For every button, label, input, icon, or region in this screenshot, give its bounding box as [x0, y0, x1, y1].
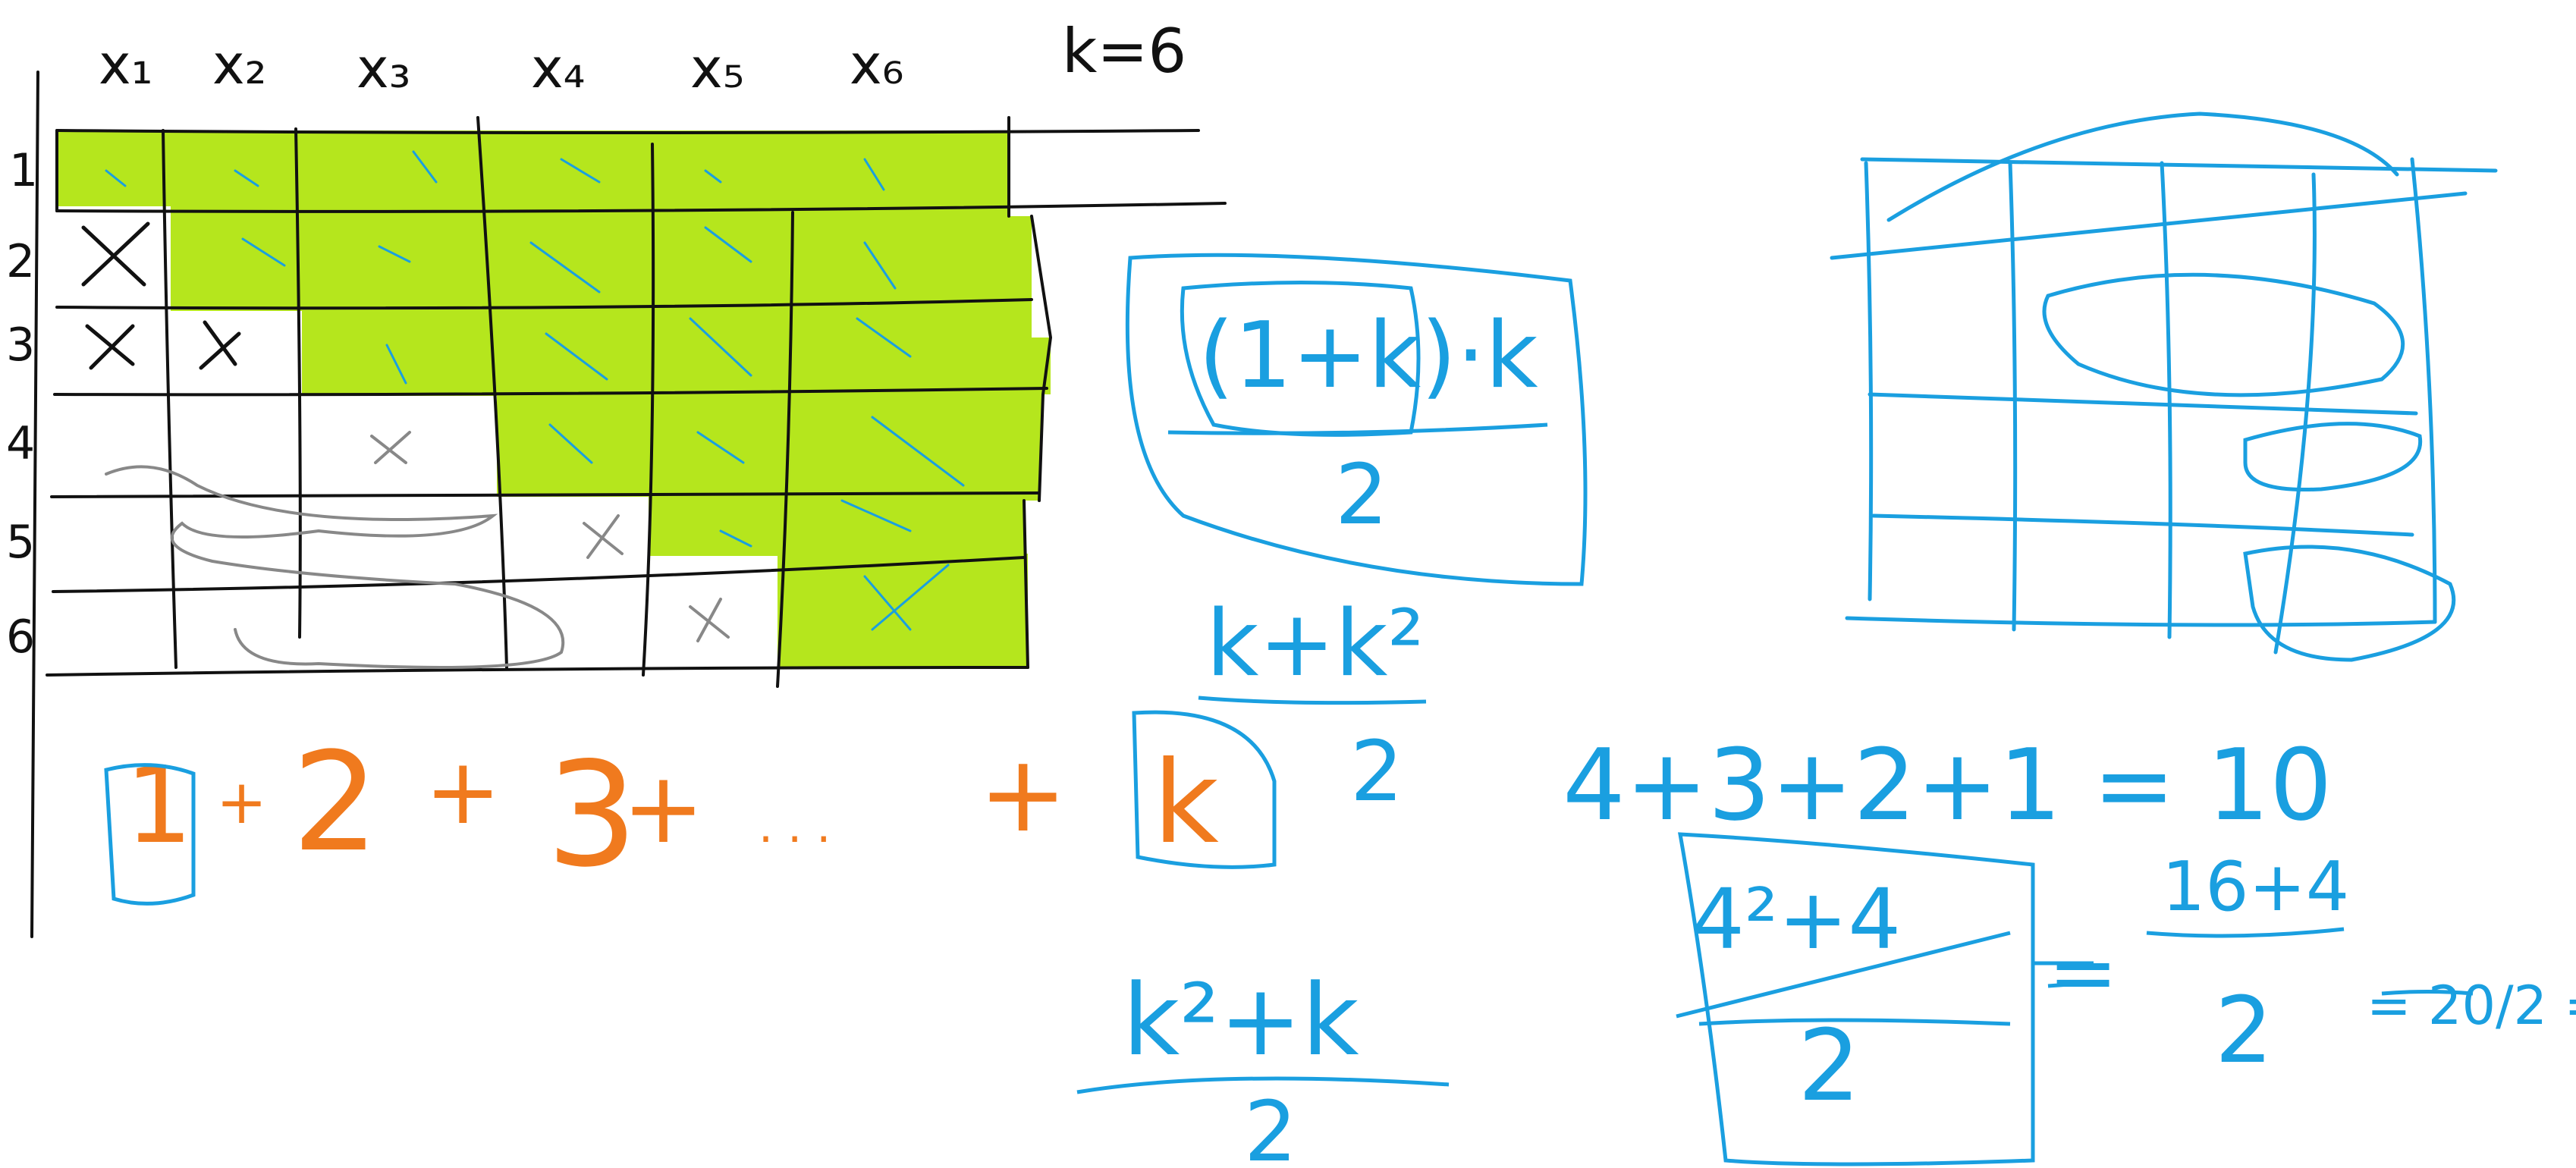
reordered-bottom: 2	[1244, 1083, 1297, 1168]
upper-triangle-highlight	[57, 130, 1051, 667]
formula-boxed	[1125, 253, 1588, 586]
cell-ticks	[105, 150, 965, 631]
example-result: = 20/2 = 10	[2367, 975, 2576, 1037]
crossed-cells-gray	[105, 431, 730, 669]
series-term-1: 1	[125, 744, 193, 868]
series-plus-4: +	[979, 733, 1067, 856]
formula-lines	[1076, 695, 2474, 1166]
expanded-top: k+k²	[1206, 592, 1425, 697]
series-term-2: 2	[292, 724, 379, 882]
grid-lines	[30, 71, 1227, 938]
series-plus-1: +	[216, 767, 267, 837]
example-bottom: 2	[1798, 1008, 1861, 1123]
reordered-top: k²+k	[1123, 962, 1359, 1078]
col-header-x2: x₂	[212, 33, 266, 96]
k-label: k=6	[1062, 16, 1186, 86]
example-eq: =	[2048, 924, 2118, 1021]
expanded-bottom: 2	[1350, 723, 1403, 820]
col-header-x1: x₁	[99, 33, 152, 96]
series-ellipsis: . . .	[759, 800, 831, 853]
svg-text:6: 6	[6, 611, 35, 664]
svg-text:1: 1	[9, 144, 38, 197]
svg-text:2: 2	[6, 235, 35, 288]
boxed-bottom: 2	[1335, 446, 1388, 543]
series-boxes	[104, 710, 1277, 906]
series-plus-3: +	[622, 750, 705, 865]
col-header-x4: x₄	[531, 36, 585, 100]
example-bottom2: 2	[2215, 978, 2273, 1084]
row-headers: 1 2 3 4 5 6	[6, 144, 38, 664]
svg-text:3: 3	[6, 319, 35, 372]
svg-text:5: 5	[6, 516, 35, 569]
boxed-top: (1+k)·k	[1198, 303, 1538, 409]
col-header-x3: x₃	[357, 36, 410, 100]
blue-grid-sketch	[1830, 111, 2498, 662]
col-header-x6: x₆	[850, 33, 903, 96]
series-formula: 1 + 2 + 3 + . . . + k	[125, 724, 1219, 899]
series-term-3: 3	[546, 731, 638, 899]
col-header-x5: x₅	[690, 36, 744, 100]
column-headers: x₁ x₂ x₃ x₄ x₅ x₆	[99, 33, 903, 100]
crossed-cells	[81, 221, 241, 370]
example-top2: 16+4	[2162, 847, 2349, 927]
example-sum: 4+3+2+1 = 10	[1563, 727, 2333, 843]
example-top: 4²+4	[1692, 871, 1901, 968]
series-term-k: k	[1153, 737, 1219, 869]
series-plus-2: +	[425, 739, 501, 845]
svg-text:4: 4	[6, 417, 35, 470]
